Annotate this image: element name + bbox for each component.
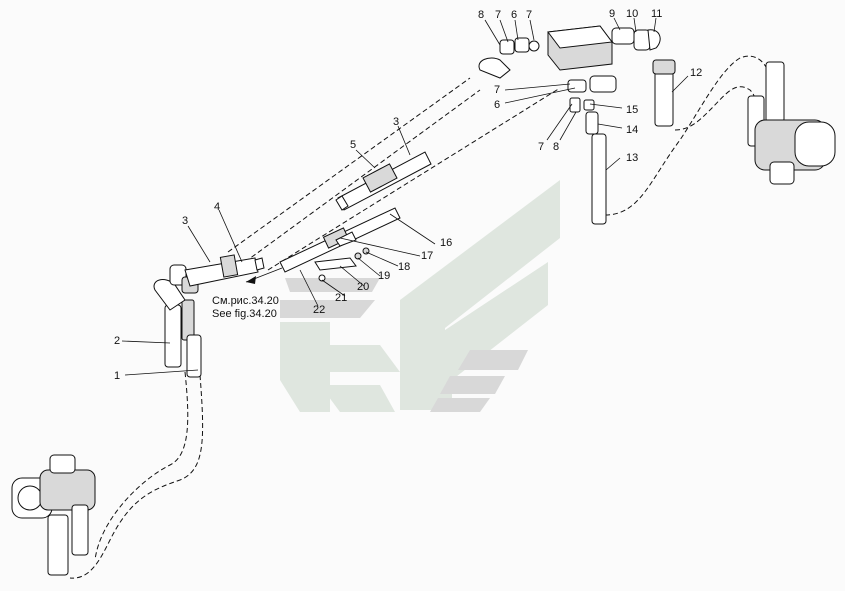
tube-assembly-center xyxy=(335,151,432,211)
callout-18: 18 xyxy=(398,261,410,273)
leader-lines xyxy=(121,17,689,376)
callout-9: 9 xyxy=(609,8,615,20)
reference-arrow xyxy=(246,276,256,284)
callout-2: 2 xyxy=(114,335,120,347)
callout-22: 22 xyxy=(313,304,325,316)
callout-16: 16 xyxy=(440,237,452,249)
reference-note: См.рис.34.20 See fig.34.20 xyxy=(212,295,279,320)
callout-3: 3 xyxy=(393,116,399,128)
callout-5: 5 xyxy=(350,139,356,151)
callout-labels: 1 2 3 3 4 5 6 6 7 7 7 7 8 8 9 10 11 12 1… xyxy=(114,8,702,382)
callout-7: 7 xyxy=(494,84,500,96)
tube-assembly-left xyxy=(184,254,265,287)
right-cylinder-assembly xyxy=(747,61,836,185)
callout-15: 15 xyxy=(626,104,638,116)
reference-note-ru: См.рис.34.20 xyxy=(212,295,279,307)
callout-3: 3 xyxy=(182,215,188,227)
callout-12: 12 xyxy=(690,67,702,79)
callout-20: 20 xyxy=(357,281,369,293)
watermark-logo xyxy=(280,180,560,412)
callout-8: 8 xyxy=(553,141,559,153)
callout-7: 7 xyxy=(495,9,501,21)
left-cylinder-assembly xyxy=(11,454,96,576)
callout-8: 8 xyxy=(478,9,484,21)
callout-11: 11 xyxy=(651,8,662,20)
callout-13: 13 xyxy=(626,152,638,164)
callout-6: 6 xyxy=(494,99,500,111)
callout-1: 1 xyxy=(114,370,120,382)
bracket-parts xyxy=(314,231,370,282)
callout-7: 7 xyxy=(538,141,544,153)
callout-7: 7 xyxy=(526,9,532,21)
callout-6: 6 xyxy=(511,9,517,21)
valve-block-assembly xyxy=(478,25,676,225)
callout-19: 19 xyxy=(378,270,390,282)
callout-17: 17 xyxy=(421,250,433,262)
callout-4: 4 xyxy=(214,201,220,213)
callout-10: 10 xyxy=(626,8,638,20)
callout-21: 21 xyxy=(335,292,347,304)
reference-note-en: See fig.34.20 xyxy=(212,308,277,320)
callout-14: 14 xyxy=(626,124,638,136)
